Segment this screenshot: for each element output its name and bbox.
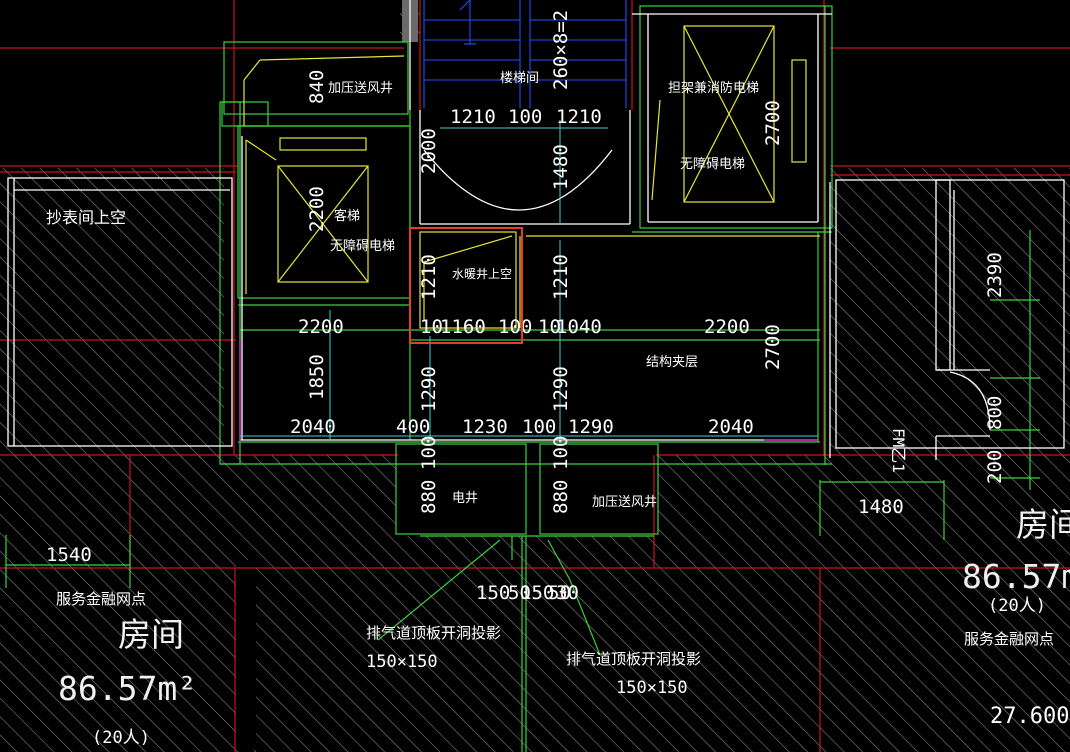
room-label-service-left: 服务金融网点 — [56, 590, 147, 608]
room-label-accessible-elevator-left: 无障碍电梯 — [330, 239, 396, 254]
dim-880-b: 880 — [550, 479, 572, 514]
dim-1210-left: 1210 — [450, 106, 496, 128]
room-label-service-right: 服务金融网点 — [964, 630, 1055, 648]
selection-highlight-box[interactable] — [409, 227, 523, 344]
dim-1480: 1480 — [858, 496, 904, 518]
room-label-accessible-elevator-right: 无障碍电梯 — [680, 157, 746, 172]
dimension-lines — [240, 120, 818, 440]
room-label-stairwell: 楼梯间 — [500, 71, 540, 86]
room-label-room-left: 房间 — [118, 615, 184, 654]
dim-1040: 1040 — [556, 316, 602, 338]
room-label-room-right: 房间 — [1016, 505, 1070, 544]
dim-800: 800 — [984, 395, 1006, 430]
green-lines — [5, 5, 1040, 752]
elevation-label: 27.600 — [990, 704, 1070, 729]
room-label-electric-shaft: 电井 — [452, 491, 479, 506]
dim-1210-vertical-b: 1210 — [550, 254, 572, 300]
people-right: (20人) — [988, 596, 1046, 616]
room-label-structure-mezzanine: 结构夹层 — [646, 355, 699, 370]
room-label-pressurized-shaft-bottom: 加压送风井 — [592, 495, 658, 510]
room-label-water-heater-shaft-void: 水暖井上空 — [452, 267, 513, 281]
dim-50-b: 50 — [548, 582, 571, 604]
dim-1540: 1540 — [46, 544, 92, 566]
accent-lines — [239, 340, 818, 442]
dim-880-a: 880 — [418, 479, 440, 514]
dim-1290-vertical-a: 1290 — [418, 366, 440, 412]
dim-1210-right: 1210 — [556, 106, 602, 128]
room-label-pressurized-shaft-top: 加压送风井 — [328, 81, 394, 96]
dim-100-vertical-a: 100 — [418, 435, 440, 470]
dim-2040-left: 2040 — [290, 416, 336, 438]
dim-2200-vertical: 2200 — [306, 186, 328, 232]
dim-2200-right: 2200 — [704, 316, 750, 338]
dim-840: 840 — [306, 69, 328, 104]
room-label-meter-room-void: 抄表间上空 — [46, 208, 127, 227]
area-left: 86.57m² — [58, 669, 198, 708]
dim-1290-bottom: 1290 — [568, 416, 614, 438]
door-tag: FM乙1 — [889, 428, 908, 473]
dim-2700-top: 2700 — [762, 100, 784, 146]
dim-200: 200 — [984, 449, 1006, 484]
dim-10-b: 10 — [538, 316, 561, 338]
dim-400: 400 — [396, 416, 431, 438]
dim-1480-vertical: 1480 — [550, 144, 572, 190]
dim-2040-right: 2040 — [708, 416, 754, 438]
dim-2200-left: 2200 — [298, 316, 344, 338]
dim-2000: 2000 — [418, 128, 440, 174]
dim-10-a: 10 — [420, 316, 443, 338]
dim-50-a: 50 — [508, 582, 531, 604]
dim-100-top: 100 — [508, 106, 543, 128]
dim-150-a: 150 — [476, 582, 511, 604]
dim-2700-bottom: 2700 — [762, 324, 784, 370]
dim-100-mid: 100 — [498, 316, 533, 338]
note-exhaust-1: 排气道顶板开洞投影 — [366, 624, 502, 642]
people-left: (20人) — [92, 728, 150, 748]
area-right: 86.57m — [962, 557, 1070, 596]
note-exhaust-size-1: 150×150 — [366, 652, 438, 672]
dim-2390: 2390 — [984, 252, 1006, 298]
note-exhaust-2: 排气道顶板开洞投影 — [566, 650, 702, 668]
dim-30: 30 — [556, 582, 579, 604]
stair-lines — [423, 0, 627, 108]
dim-stair-steps: 260×8=2 — [550, 9, 572, 90]
dim-100-bottom: 100 — [522, 416, 557, 438]
dim-1290-vertical-b: 1290 — [550, 366, 572, 412]
room-label-fire-elevator: 担架兼消防电梯 — [668, 81, 760, 96]
wall-lines — [7, 0, 1065, 460]
dim-1850: 1850 — [306, 354, 328, 400]
note-exhaust-size-2: 150×150 — [616, 678, 688, 698]
dim-1230: 1230 — [462, 416, 508, 438]
dim-150-b: 150 — [520, 582, 555, 604]
room-label-passenger-elevator: 客梯 — [334, 209, 361, 224]
elevator-shafts — [243, 25, 820, 329]
dim-100-vertical-b: 100 — [550, 435, 572, 470]
dim-1160: 1160 — [440, 316, 486, 338]
